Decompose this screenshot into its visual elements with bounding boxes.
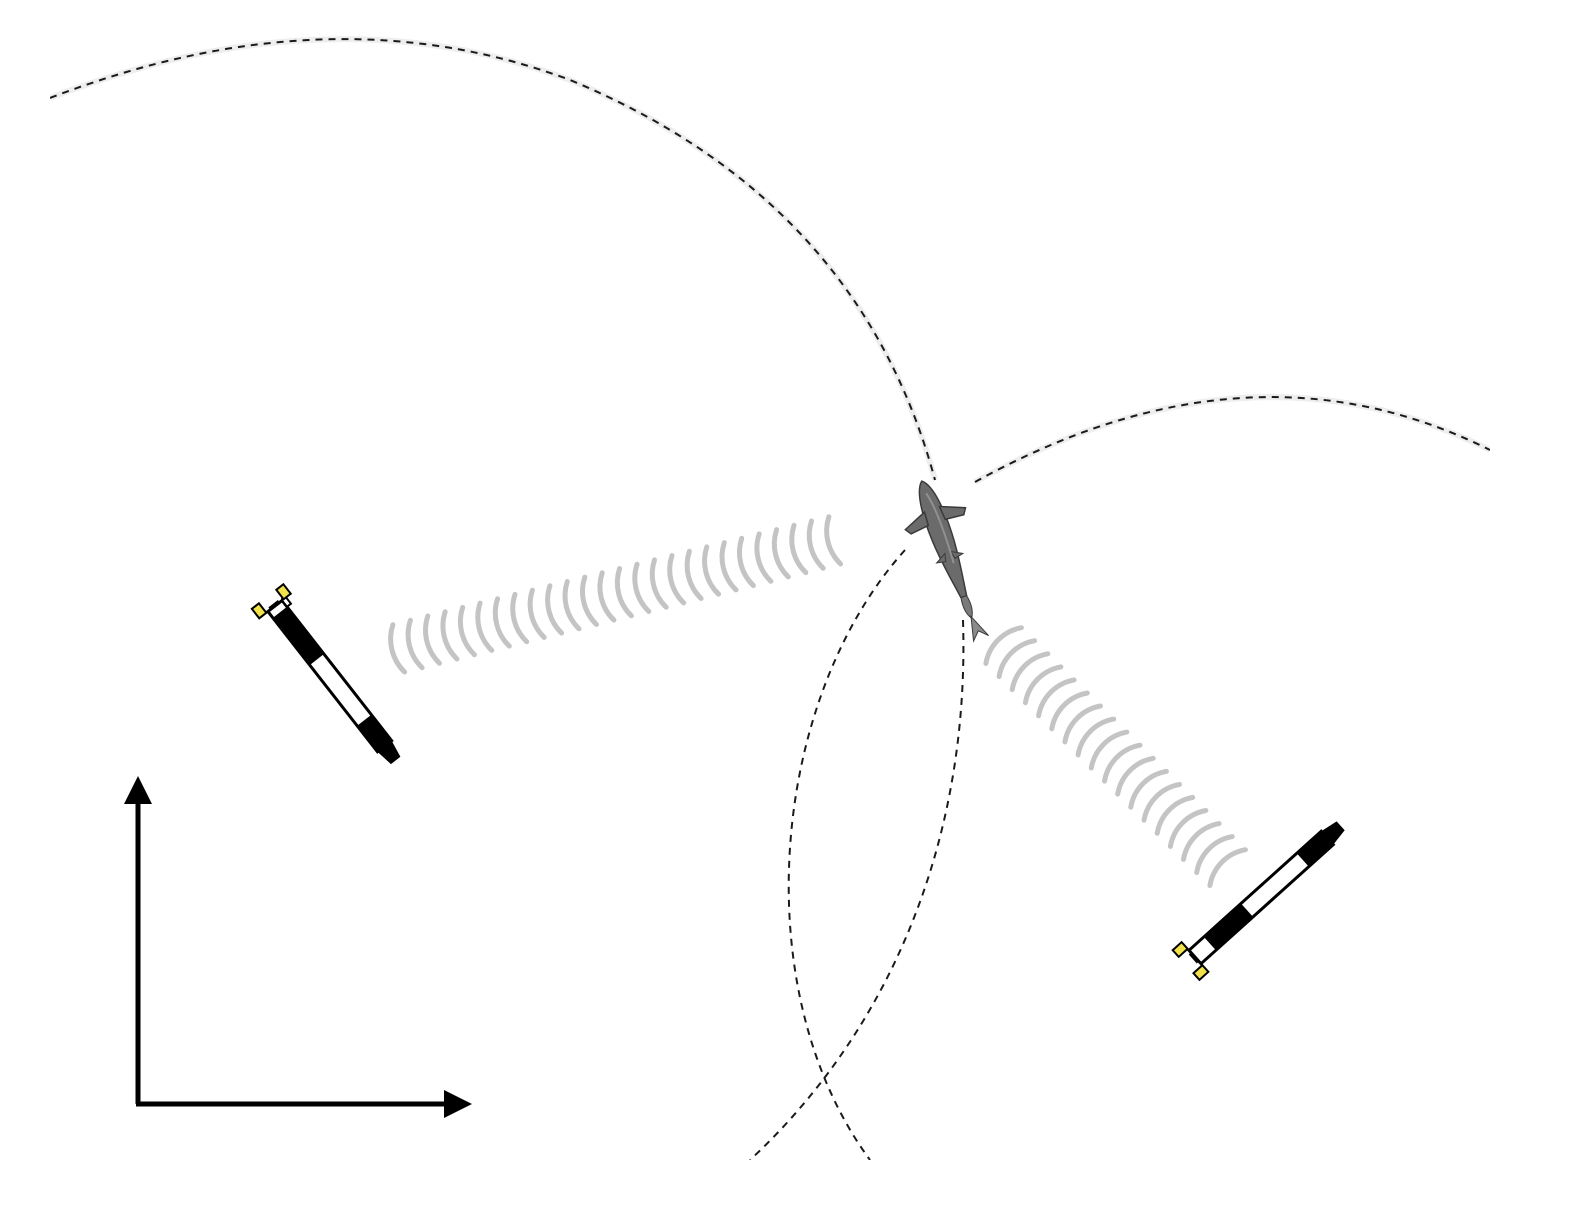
acoustic-wave-arc bbox=[1075, 716, 1117, 758]
coordinate-axes bbox=[124, 776, 472, 1118]
acoustic-wave-arc bbox=[457, 604, 477, 658]
acoustic-wave-arc bbox=[702, 544, 722, 597]
acoustic-wave-arc bbox=[597, 570, 617, 623]
acoustic-signal-left bbox=[388, 514, 844, 675]
acoustic-wave-arc bbox=[771, 527, 791, 580]
acoustic-wave-arc bbox=[1207, 847, 1248, 888]
y-axis-arrowhead bbox=[124, 776, 152, 804]
acoustic-wave-arc bbox=[1128, 768, 1169, 810]
acoustic-wave-arc bbox=[1181, 821, 1222, 862]
acoustic-wave-arc bbox=[736, 535, 756, 589]
acoustic-wave-arc bbox=[719, 540, 739, 593]
acoustic-wave-arc bbox=[1062, 703, 1103, 745]
range-circles bbox=[50, 36, 1490, 1160]
acoustic-wave-arc bbox=[580, 574, 599, 627]
acoustic-wave-arc bbox=[510, 591, 530, 645]
acoustic-wave-arc bbox=[667, 553, 687, 606]
range-circle-lower-right bbox=[749, 619, 965, 1160]
acoustic-wave-arc bbox=[423, 613, 442, 666]
auv-icon bbox=[250, 582, 401, 765]
acoustic-wave-arc bbox=[996, 638, 1038, 680]
acoustic-wave-arc bbox=[1049, 690, 1090, 732]
x-axis-arrowhead bbox=[444, 1090, 472, 1118]
acoustic-wave-arc bbox=[684, 548, 704, 601]
acoustic-wave-arc bbox=[754, 531, 774, 584]
acoustic-wave-arc bbox=[475, 600, 495, 653]
acoustic-wave-arc bbox=[789, 522, 809, 576]
acoustic-wave-arc bbox=[1115, 755, 1156, 797]
acoustic-wave-arc bbox=[614, 566, 634, 619]
acoustic-wave-arc bbox=[1009, 651, 1051, 693]
acoustic-wave-arc bbox=[388, 622, 408, 675]
acoustic-wave-arc bbox=[649, 557, 669, 610]
acoustic-wave-arc bbox=[1036, 677, 1077, 719]
range-circle-lower-left bbox=[787, 549, 906, 1160]
acoustic-wave-arc bbox=[440, 609, 460, 662]
acoustic-wave-arc bbox=[1167, 808, 1209, 849]
acoustic-wave-arc bbox=[405, 617, 425, 671]
range-circle-left-auv bbox=[50, 38, 936, 481]
acoustic-wave-arc bbox=[545, 583, 565, 636]
auv-icon bbox=[1171, 821, 1345, 982]
shark-icon bbox=[904, 480, 989, 643]
acoustic-wave-arc bbox=[1154, 794, 1196, 836]
acoustic-wave-arc bbox=[983, 625, 1024, 666]
acoustic-signal-right bbox=[983, 625, 1248, 888]
acoustic-wave-arc bbox=[806, 518, 826, 571]
acoustic-wave-arc bbox=[1141, 781, 1182, 823]
acoustic-wave-arc bbox=[824, 514, 844, 567]
range-circle-right-auv bbox=[974, 396, 1490, 483]
acoustic-wave-arc bbox=[492, 596, 512, 649]
acoustic-wave-arc bbox=[1194, 834, 1235, 875]
acoustic-wave-arc bbox=[562, 579, 582, 632]
acoustic-wave-arc bbox=[527, 587, 547, 640]
acoustic-wave-arc bbox=[1088, 729, 1130, 771]
acoustic-wave-arc bbox=[1102, 742, 1143, 784]
acoustic-wave-arc bbox=[1022, 664, 1064, 706]
acoustic-wave-arc bbox=[632, 561, 652, 614]
